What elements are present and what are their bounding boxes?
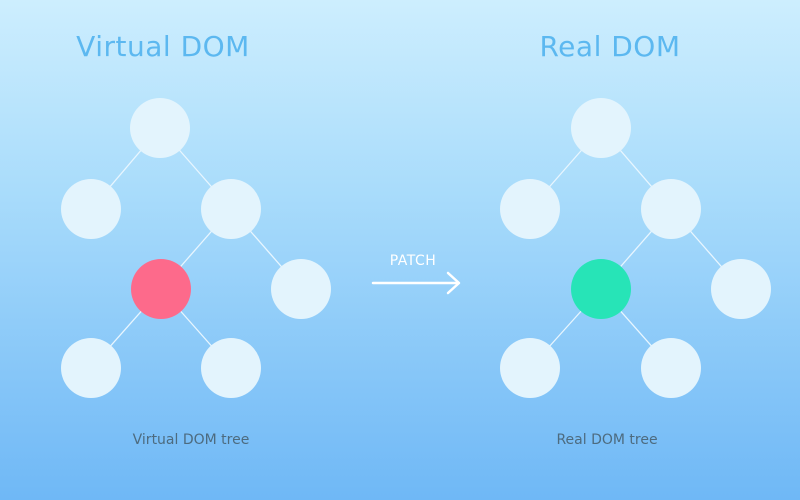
real-dom-tree-caption: Real DOM tree bbox=[556, 432, 658, 448]
real-node-l1b bbox=[641, 179, 701, 239]
virtual-node-l1b bbox=[201, 179, 261, 239]
virtual-dom-title: Virtual DOM bbox=[76, 30, 250, 63]
real-node-l3a bbox=[500, 338, 560, 398]
real-node-l1a bbox=[500, 179, 560, 239]
patch-label: PATCH bbox=[389, 253, 437, 269]
real-node-root bbox=[571, 98, 631, 158]
virtual-node-l3a bbox=[61, 338, 121, 398]
real-node-l2a-patched bbox=[571, 259, 631, 319]
real-node-l3b bbox=[641, 338, 701, 398]
nodes-layer bbox=[61, 98, 771, 398]
edges-layer bbox=[90, 127, 742, 369]
arrow-right-icon bbox=[371, 271, 461, 295]
real-node-l2b bbox=[711, 259, 771, 319]
real-dom-title: Real DOM bbox=[539, 30, 681, 63]
virtual-node-root bbox=[130, 98, 190, 158]
virtual-node-l2b bbox=[271, 259, 331, 319]
virtual-node-l2a-changed bbox=[131, 259, 191, 319]
virtual-dom-tree-caption: Virtual DOM tree bbox=[132, 432, 250, 448]
virtual-node-l3b bbox=[201, 338, 261, 398]
virtual-node-l1a bbox=[61, 179, 121, 239]
